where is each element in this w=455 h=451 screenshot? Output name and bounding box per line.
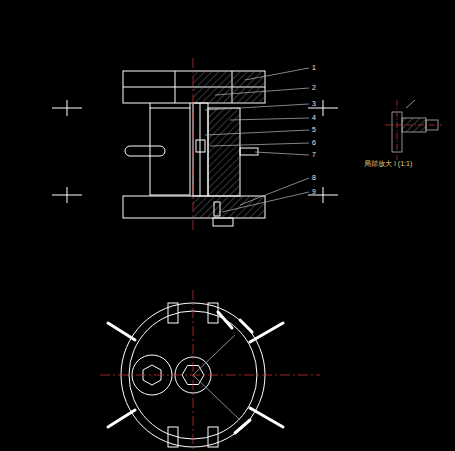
callout-number: 9: [312, 188, 316, 196]
callout-number: 4: [312, 114, 316, 122]
callout-number: 7: [312, 151, 316, 159]
callout-number: 5: [312, 126, 316, 134]
callout-number: 8: [312, 174, 316, 182]
callout-number: 2: [312, 84, 316, 92]
callout-number: 3: [312, 100, 316, 108]
callout-number: 6: [312, 139, 316, 147]
callout-number: 1: [312, 64, 316, 72]
view-note: 局部放大 I (1:1): [364, 160, 412, 168]
